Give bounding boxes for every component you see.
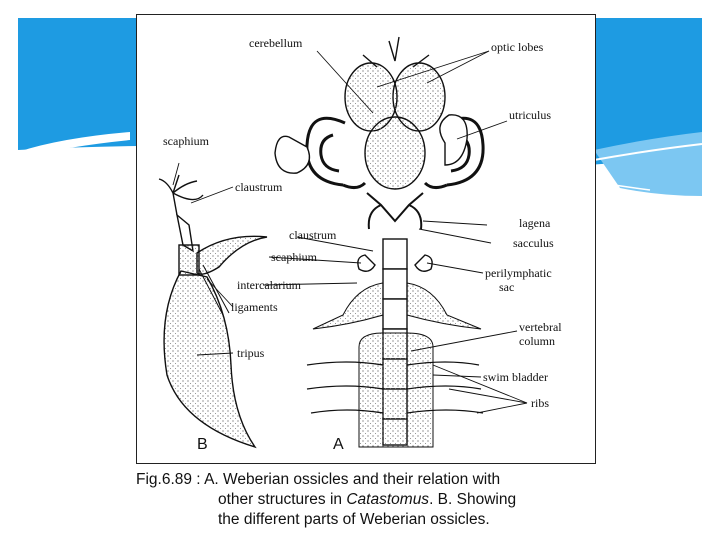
tripus-wing-left <box>312 282 384 330</box>
utriculus-left <box>274 135 311 174</box>
leader-lines <box>172 50 528 414</box>
utriculus-right <box>439 114 468 166</box>
panel-b-letter: B <box>197 436 208 453</box>
scaphium-shape <box>158 174 204 216</box>
label-perilymphatic-sac: sac <box>499 280 514 294</box>
label-ribs: ribs <box>531 396 549 410</box>
caption-line-2-post: . B. Showing <box>429 491 517 508</box>
header-swoosh-line <box>593 143 703 161</box>
label-utriculus: utriculus <box>509 108 551 122</box>
label-optic-lobes: optic lobes <box>491 40 544 54</box>
label-scaphium-a: scaphium <box>271 250 318 264</box>
caption-line-1: Fig.6.89 : A. Weberian ossicles and thei… <box>136 470 606 490</box>
caption-genus: Catastomus <box>346 491 430 508</box>
caption-line-2-pre: other structures in <box>218 491 347 508</box>
caption-line-3: the different parts of Weberian ossicles… <box>218 511 490 528</box>
panel-b-drawing <box>158 174 268 449</box>
label-cerebellum: cerebellum <box>249 36 303 50</box>
intercalarium-joint <box>178 244 200 276</box>
panel-a-letter: A <box>333 436 344 453</box>
weberian-ossicles-diagram: cerebellum optic lobes utriculus scaphiu… <box>158 36 562 453</box>
figure-caption: Fig.6.89 : A. Weberian ossicles and thei… <box>136 470 606 530</box>
header-swoosh-line-2 <box>593 181 651 191</box>
ribs-lines <box>306 361 484 414</box>
header-white-swoosh <box>18 132 130 158</box>
scaphium-left-a <box>357 254 376 272</box>
caption-line-1-text: A. Weberian ossicles and their relation … <box>204 471 501 488</box>
swim-bladder <box>358 332 434 448</box>
cerebellum-shape <box>364 116 426 190</box>
label-claustrum-a: claustrum <box>289 228 337 242</box>
caption-fig-number: Fig.6.89 : <box>136 471 201 488</box>
label-swim-bladder: swim bladder <box>483 370 548 384</box>
label-sacculus: sacculus <box>513 236 554 250</box>
scaphium-right-a <box>414 254 433 272</box>
label-ligaments: ligaments <box>231 300 278 314</box>
tripus-blade <box>163 270 257 449</box>
tripus-hook <box>196 235 268 275</box>
label-lagena: lagena <box>519 216 551 230</box>
label-scaphium-b: scaphium <box>163 134 210 148</box>
label-perilymphatic: perilymphatic <box>485 266 552 280</box>
label-intercalarium: intercalarium <box>237 278 302 292</box>
tripus-wing-right <box>406 282 482 330</box>
panel-a-drawing <box>274 36 485 448</box>
canals-left <box>305 116 367 190</box>
figure-frame: cerebellum optic lobes utriculus scaphiu… <box>136 14 596 464</box>
label-column: column <box>519 334 555 348</box>
sacculus-connection <box>366 192 424 230</box>
label-claustrum-b: claustrum <box>235 180 283 194</box>
label-vertebral: vertebral <box>519 320 562 334</box>
caption-line-2: other structures in Catastomus. B. Showi… <box>136 490 606 510</box>
nerve-spikes <box>362 36 430 68</box>
label-tripus: tripus <box>237 346 265 360</box>
